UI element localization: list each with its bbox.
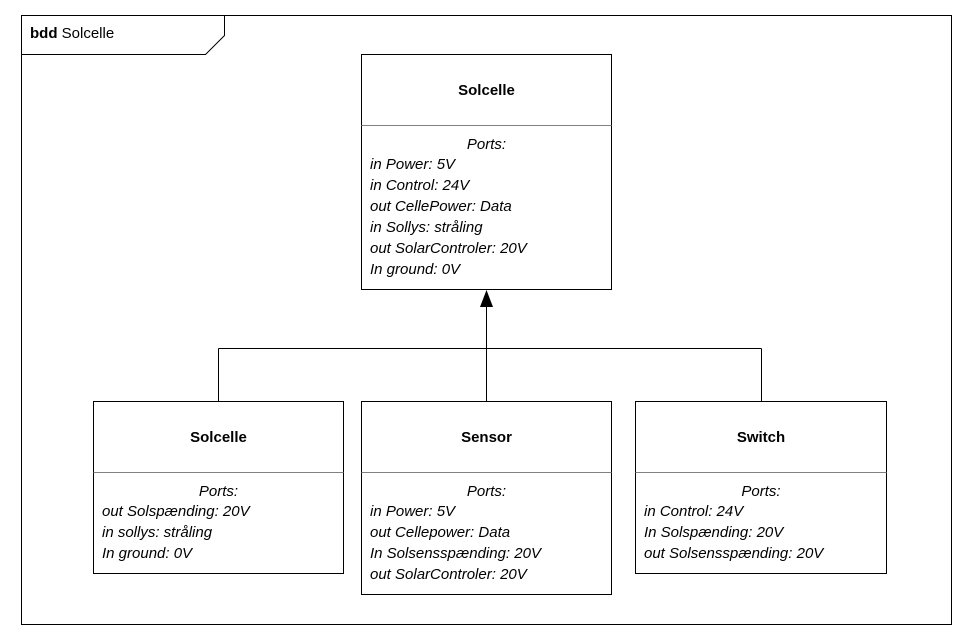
port-item: in Power: 5V [370,503,457,520]
frame-label: bdd Solcelle [30,25,114,42]
compartment-title: Ports: [467,483,506,500]
port-item: In Solspænding: 20V [644,524,785,541]
compartment-title: Ports: [467,136,506,153]
block-name: Solcelle [190,429,247,446]
port-item: in Control: 24V [370,177,471,194]
block-name: Solcelle [458,82,515,99]
port-item: in sollys: stråling [102,524,213,541]
port-item: out SolarControler: 20V [370,240,529,257]
generalization-arrowhead [480,290,493,307]
block-child-switch[interactable]: Switch Ports: in Control: 24V In Solspæn… [635,401,887,574]
block-parent-solcelle[interactable]: Solcelle Ports: in Power: 5V in Control:… [361,54,612,290]
port-item: out Solsensspænding: 20V [644,545,825,562]
frame-keyword: bdd [30,25,62,42]
port-item: out Solspænding: 20V [102,503,252,520]
port-item: In Solsensspænding: 20V [370,545,543,562]
port-item: in Sollys: stråling [370,219,483,236]
frame-label-tab [21,15,225,55]
block-outline [93,401,344,574]
port-item: out CellePower: Data [370,198,512,215]
block-name: Switch [737,429,785,446]
block-child-solcelle[interactable]: Solcelle Ports: out Solspænding: 20V in … [93,401,344,574]
compartment-title: Ports: [199,483,238,500]
block-child-sensor[interactable]: Sensor Ports: in Power: 5V out Cellepowe… [361,401,612,595]
block-outline [635,401,887,574]
port-item: out Cellepower: Data [370,524,510,541]
compartment-title: Ports: [741,483,780,500]
block-outline [361,54,612,290]
port-item: out SolarControler: 20V [370,566,529,583]
port-item: In ground: 0V [370,261,462,278]
frame-name: Solcelle [62,25,115,42]
port-item: In ground: 0V [102,545,194,562]
port-item: in Control: 24V [644,503,745,520]
block-name: Sensor [461,429,512,446]
diagram-frame [21,15,952,625]
port-item: in Power: 5V [370,156,457,173]
block-outline [361,401,612,595]
generalization-connectors [218,306,762,401]
